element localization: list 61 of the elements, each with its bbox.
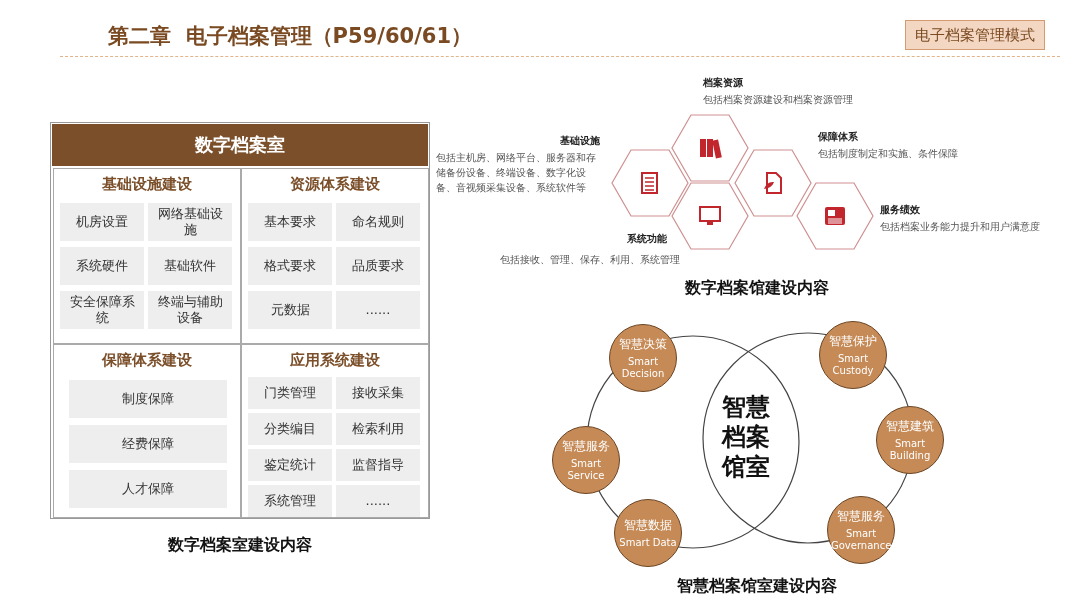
badge-title: 智慧保护 — [829, 333, 877, 350]
table-cell: ...... — [336, 291, 420, 329]
badge-subtitle: Smart Decision — [620, 356, 666, 380]
badge-title: 智慧服务 — [562, 438, 610, 455]
section-panel — [53, 168, 241, 344]
description-text: 包括档案资源建设和档案资源管理 — [703, 93, 853, 107]
table-cell: 检索利用 — [336, 413, 420, 445]
table-cell: 基础软件 — [148, 247, 232, 285]
item-heading: 档案资源 — [703, 76, 743, 90]
item-heading: 系统功能 — [627, 232, 667, 246]
table-cell: 监督指导 — [336, 449, 420, 481]
badge-title: 智慧数据 — [624, 517, 672, 534]
table-cell: 系统管理 — [248, 485, 332, 517]
item-heading: 服务绩效 — [880, 203, 920, 217]
description-text: 包括接收、管理、保存、利用、系统管理 — [500, 253, 680, 267]
badge-title: 智慧服务 — [837, 508, 885, 525]
section-panel — [241, 344, 429, 518]
table-cell: 基本要求 — [248, 203, 332, 241]
badge-subtitle: Smart Custody — [831, 353, 875, 377]
caption-text: 数字档案室建设内容 — [168, 534, 312, 556]
table-cell: 安全保障系统 — [60, 291, 144, 329]
table-cell: 接收采集 — [336, 377, 420, 409]
section-heading: 基础设施建设 — [101, 175, 193, 194]
badge-subtitle: Smart Service — [566, 458, 606, 482]
badge-title: 智慧决策 — [619, 336, 667, 353]
description-text: 包括制度制定和实施、条件保障 — [818, 147, 958, 161]
table-cell: 网络基础设施 — [148, 203, 232, 241]
table-cell: 门类管理 — [248, 377, 332, 409]
table-cell: 人才保障 — [69, 470, 227, 508]
description-text: 包括主机房、网络平台、服务器和存储备份设备、终端设备、数字化设备、音视频采集设备、系统软件等 — [436, 151, 597, 195]
table-cell: 机房设置 — [60, 203, 144, 241]
section-heading: 应用系统建设 — [289, 351, 381, 370]
table-cell: 分类编目 — [248, 413, 332, 445]
table-panel — [50, 122, 430, 519]
table-cell: ...... — [336, 485, 420, 517]
badge-title: 智慧建筑 — [886, 418, 934, 435]
table-cell: 制度保障 — [69, 380, 227, 418]
center-heading: 智慧档案馆室 — [721, 392, 771, 482]
section-heading: 保障体系建设 — [100, 351, 193, 370]
item-heading: 基础设施 — [560, 134, 600, 148]
table-cell: 经费保障 — [69, 425, 227, 463]
table-cell: 鉴定统计 — [248, 449, 332, 481]
slide-title: 第二章 电子档案管理（P59/60/61） — [108, 23, 473, 50]
item-heading: 保障体系 — [818, 130, 858, 144]
table-header: 数字档案室 — [52, 124, 428, 166]
table-cell: 格式要求 — [248, 247, 332, 285]
table-cell: 命名规则 — [336, 203, 420, 241]
table-cell: 系统硬件 — [60, 247, 144, 285]
section-panel — [53, 344, 241, 518]
tag-badge: 电子档案管理模式 — [905, 20, 1045, 50]
badge-subtitle: Smart Building — [888, 438, 932, 462]
caption-text: 数字档案馆建设内容 — [685, 277, 829, 299]
caption-text: 智慧档案馆室建设内容 — [677, 575, 837, 597]
badge-subtitle: Smart Data — [618, 537, 678, 549]
section-heading: 资源体系建设 — [289, 175, 381, 194]
section-panel — [241, 168, 429, 344]
badge-subtitle: Smart Governance — [831, 528, 891, 552]
table-cell: 终端与辅助设备 — [148, 291, 232, 329]
table-cell: 品质要求 — [336, 247, 420, 285]
table-cell: 元数据 — [248, 291, 332, 329]
description-text: 包括档案业务能力提升和用户满意度 — [880, 220, 1040, 234]
